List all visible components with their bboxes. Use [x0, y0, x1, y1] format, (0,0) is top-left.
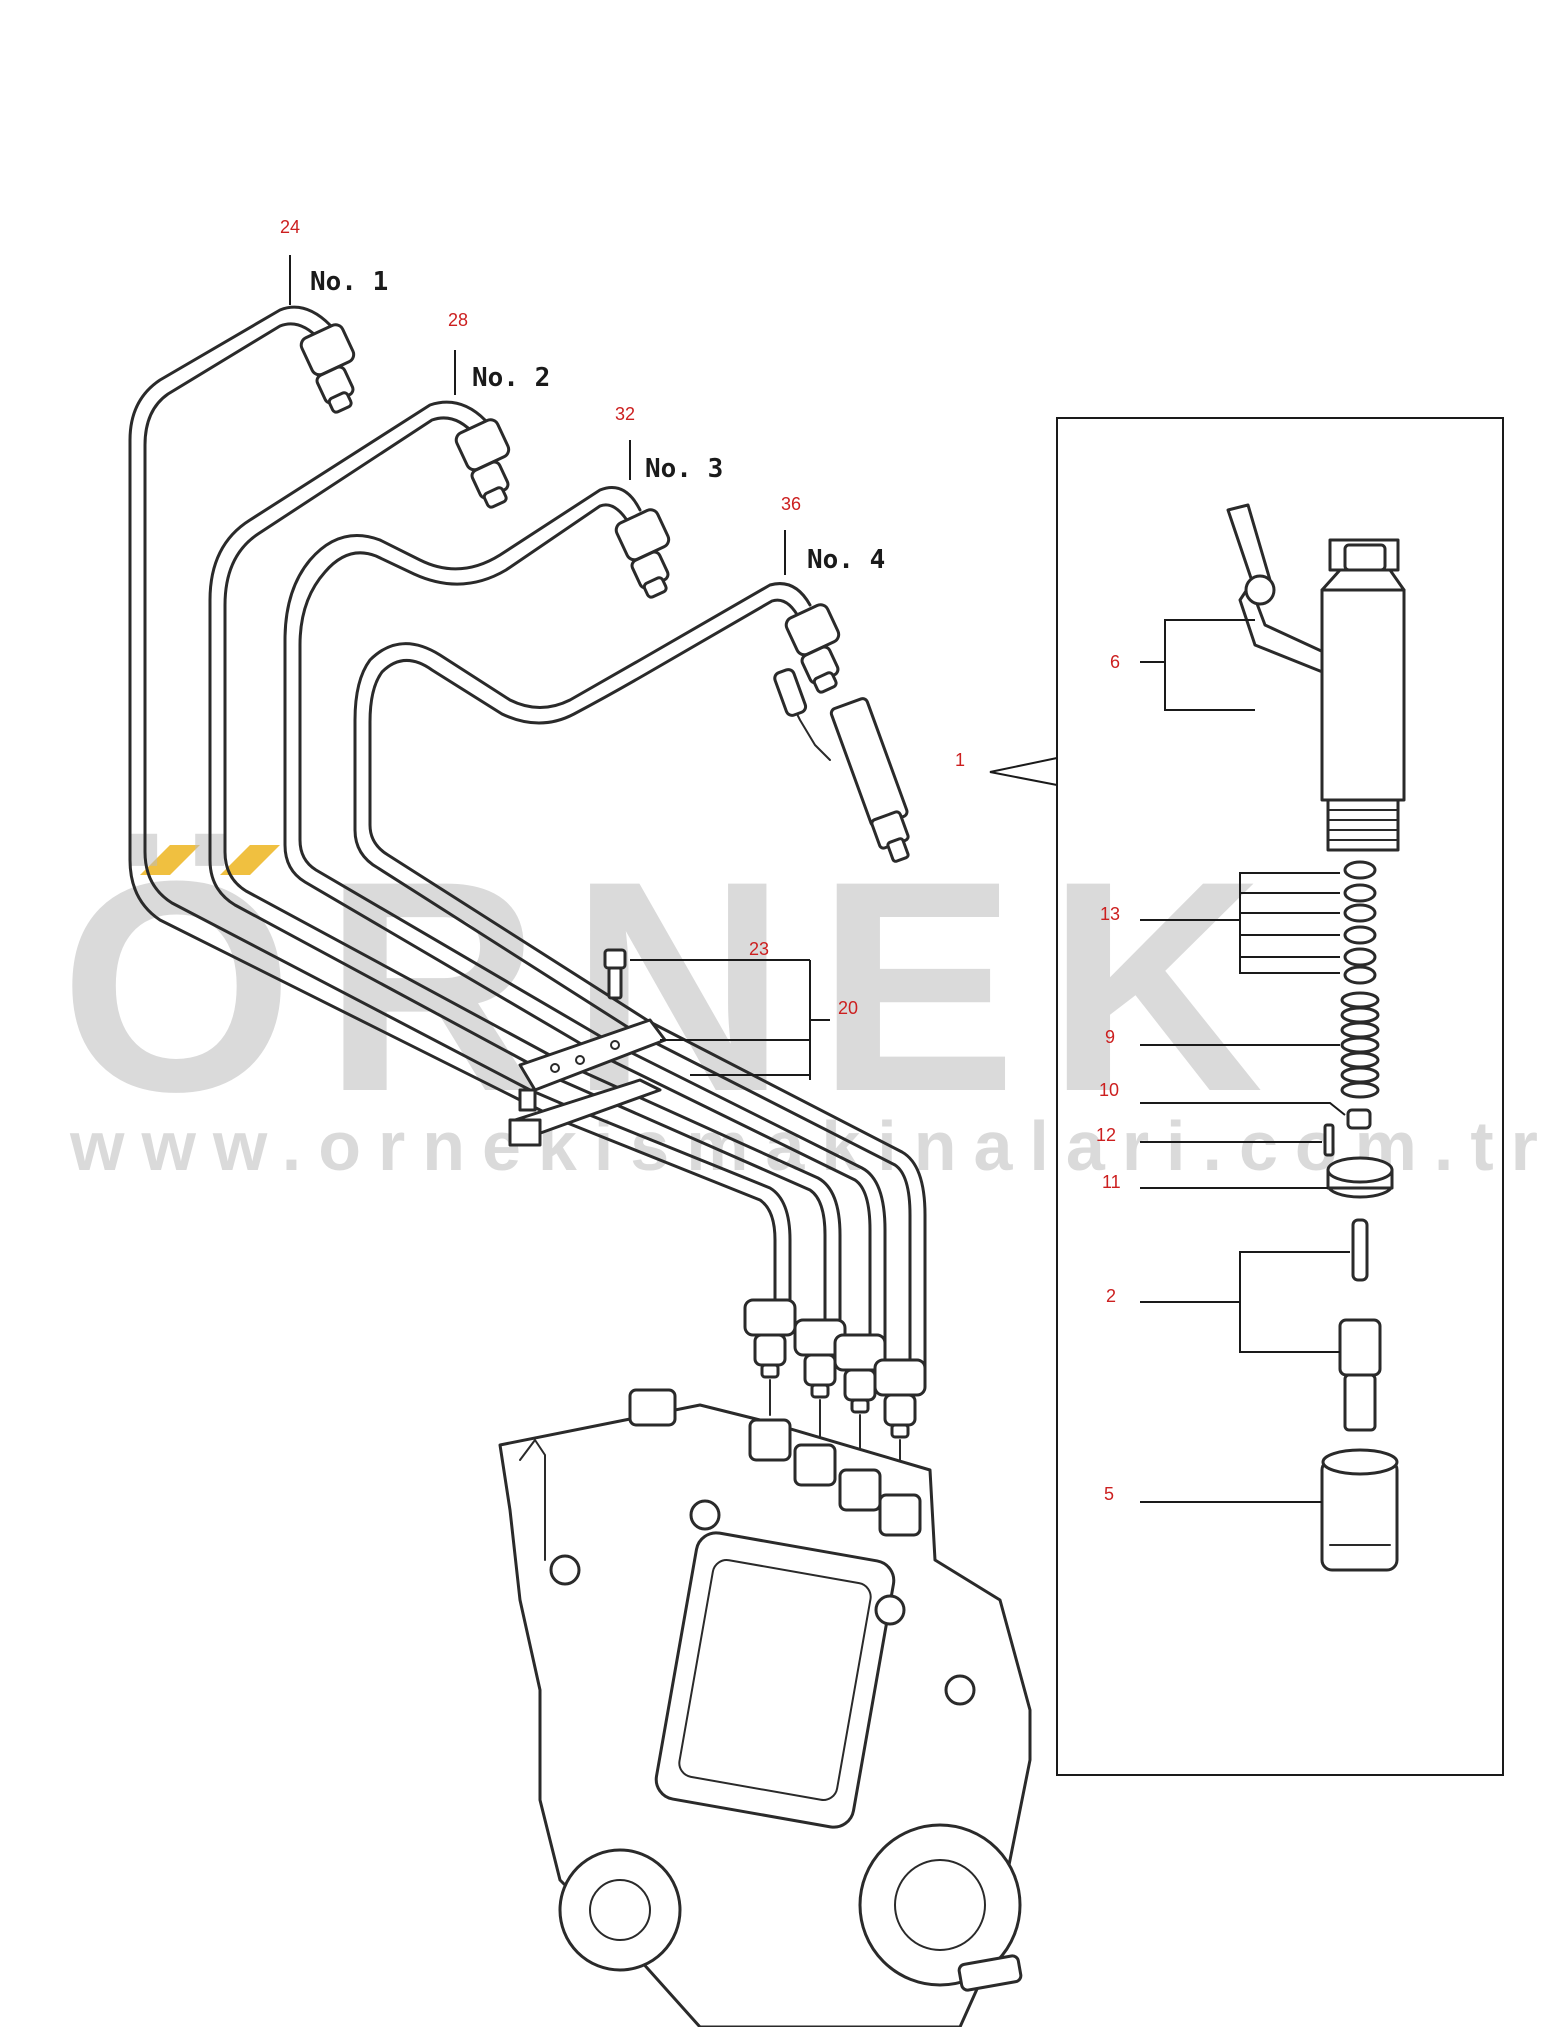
- callout-28: 28: [448, 310, 468, 330]
- pump-inspection-cover: [654, 1531, 896, 1829]
- union-nut-no1: [299, 323, 356, 414]
- delivery-holder-2: [793, 1443, 837, 1487]
- spring-seat: [1346, 1108, 1372, 1130]
- upper-union-nuts: [299, 323, 841, 694]
- nozzle-needle: [1351, 1218, 1369, 1282]
- lower-nut-no2: [793, 1318, 847, 1399]
- callout-23: 23: [749, 939, 769, 959]
- callout-32: 32: [615, 404, 635, 424]
- holder-body: [1320, 588, 1406, 802]
- nozzle: [1338, 1218, 1382, 1432]
- distance-piece: [1326, 1156, 1394, 1199]
- callout-20: 20: [838, 998, 858, 1018]
- pipe-no1-inner-edge: [143, 322, 792, 1302]
- callout-24: 24: [280, 217, 300, 237]
- callout-36: 36: [781, 494, 801, 514]
- clamp-foot: [508, 1118, 542, 1147]
- pipe-no4-inner-edge: [368, 598, 927, 1387]
- cylinder-label-no4: No. 4: [807, 545, 885, 575]
- lower-union-nuts: [743, 1298, 927, 1481]
- pump-drive-flange: [858, 1823, 1022, 1987]
- pin: [1323, 1123, 1335, 1157]
- watermark-accent-right: [220, 845, 280, 875]
- watermark-brand: ÖRNEK: [60, 818, 1293, 1154]
- cylinder-label-no2: No. 2: [472, 363, 550, 393]
- delivery-holder-3: [838, 1468, 882, 1512]
- union-nut-no2: [454, 418, 511, 509]
- callout-2: 2: [1106, 1286, 1116, 1306]
- lower-nut-no1: [743, 1298, 797, 1379]
- union-nut-no4: [784, 603, 841, 694]
- adjusting-shims: [1343, 860, 1377, 985]
- callout-leaders: [289, 255, 1350, 1503]
- detail-box: [989, 417, 1504, 1776]
- holder-thread: [1326, 798, 1400, 852]
- pipe-no3-inner-edge: [298, 503, 887, 1362]
- pipe-clamp: [508, 948, 667, 1147]
- lower-nut-no3: [833, 1333, 887, 1414]
- callout-1: 1: [955, 750, 965, 770]
- pump-drive-shaft: [957, 1954, 1023, 1992]
- callout-13: 13: [1100, 904, 1120, 924]
- watermark-accent-left: [140, 845, 200, 875]
- pump-top-boss: [628, 1388, 677, 1427]
- injector-holder: [1226, 503, 1406, 852]
- pipe-no2-inner-edge: [223, 416, 842, 1347]
- callout-5: 5: [1104, 1484, 1114, 1504]
- clamp-plate-side: [518, 1088, 537, 1112]
- detail-box-pointer: [989, 757, 1058, 786]
- nozzle-tip: [1343, 1373, 1377, 1432]
- nozzle-body: [1338, 1318, 1382, 1377]
- retaining-nut: [1320, 1448, 1399, 1572]
- lower-nut-no4: [873, 1358, 927, 1439]
- union-nut-no3: [614, 508, 671, 599]
- pipe-no1: [128, 305, 777, 1302]
- callout-12: 12: [1096, 1125, 1116, 1145]
- delivery-holder-4: [878, 1493, 922, 1537]
- detail-box-frame: [1056, 417, 1504, 1776]
- cylinder-labels: No. 1 No. 2 No. 3 No. 4: [310, 267, 885, 575]
- callout-9: 9: [1105, 1027, 1115, 1047]
- clamp-bolt: [603, 948, 627, 1000]
- pipe-no4: [353, 582, 912, 1387]
- callout-numbers: 24 28 32 36 1 23 20 6 13 9 10 12 11 2 5: [280, 217, 1121, 1504]
- delivery-holder-1: [748, 1418, 792, 1462]
- callout-11: 11: [1102, 1172, 1121, 1192]
- pump-governor-housing: [558, 1848, 682, 1972]
- pipe-no2: [208, 400, 827, 1347]
- callout-6: 6: [1110, 652, 1120, 672]
- injector-small: [773, 668, 910, 863]
- cylinder-label-no1: No. 1: [310, 267, 388, 297]
- spring: [1340, 991, 1380, 1099]
- injection-pump: [498, 1388, 1032, 2027]
- cylinder-label-no3: No. 3: [645, 454, 723, 484]
- callout-10: 10: [1099, 1080, 1119, 1100]
